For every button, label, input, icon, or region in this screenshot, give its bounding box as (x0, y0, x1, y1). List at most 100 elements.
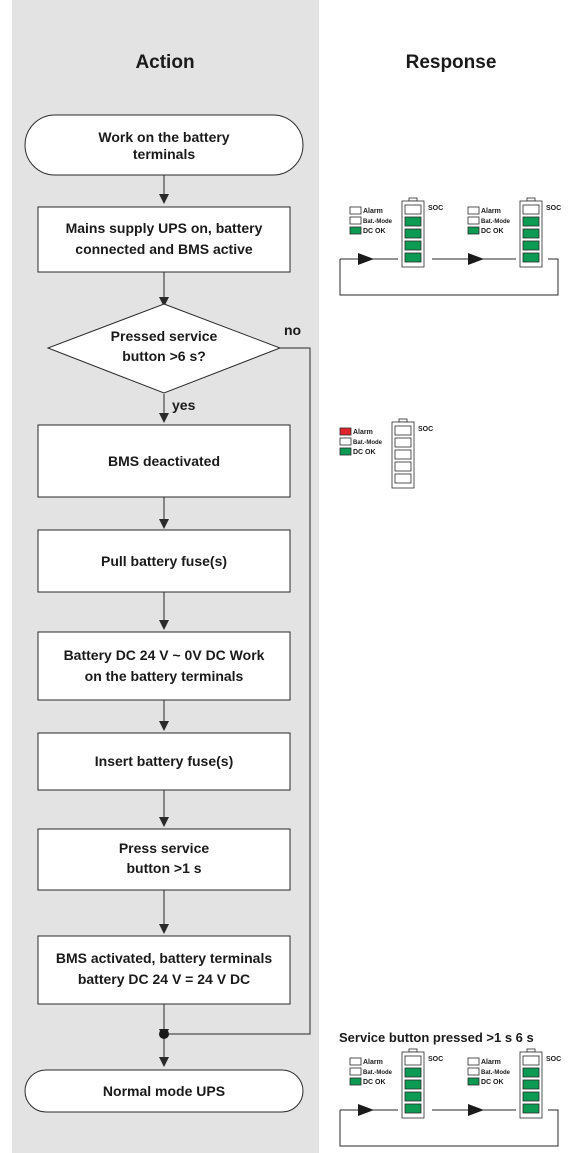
soc-segment (522, 1067, 540, 1078)
transition-arrow (468, 253, 484, 265)
soc-segment (394, 461, 412, 472)
battery-terminal-cap (408, 197, 418, 202)
soc-label: SOC (546, 1056, 561, 1063)
decision-line-2: button >6 s? (122, 348, 206, 364)
bat-mode-led (467, 1067, 480, 1076)
decision-line-1: Pressed service (111, 328, 218, 344)
yes-label: yes (172, 397, 196, 413)
soc-segment (404, 216, 422, 227)
alarm-led-label: Alarm (481, 1059, 501, 1066)
decision-node: Pressed service button >6 s? (46, 303, 282, 394)
alarm-led-label: Alarm (353, 429, 373, 436)
soc-segment (522, 1103, 540, 1114)
loop-line (339, 258, 559, 296)
mains-node: Mains supply UPS on, battery connected a… (37, 206, 291, 273)
action-header: Action (135, 52, 194, 73)
loop-line (339, 1109, 559, 1147)
dc-ok-led-label: DC OK (363, 1079, 386, 1086)
bat-mode-led (467, 216, 480, 225)
press-service-node: Press service button >1 s (37, 828, 291, 891)
battery-terminal-cap (526, 1048, 536, 1053)
alarm-led (467, 1057, 480, 1066)
deactivated-node: BMS deactivated (37, 424, 291, 498)
soc-segment (522, 228, 540, 239)
insert-fuse-node: Insert battery fuse(s) (37, 732, 291, 791)
dc-ok-led (349, 226, 362, 235)
battery-dc-line-1: Battery DC 24 V ~ 0V DC Work (64, 647, 265, 663)
bat-mode-led (349, 216, 362, 225)
soc-segment (404, 240, 422, 251)
normal-mode-text: Normal mode UPS (103, 1083, 225, 1099)
soc-segment (404, 252, 422, 263)
insert-fuse-text: Insert battery fuse(s) (95, 753, 233, 769)
activated-node: BMS activated, battery terminals battery… (37, 935, 291, 1005)
bat-mode-led-label: Bat.-Mode (481, 1070, 511, 1076)
pull-fuse-text: Pull battery fuse(s) (101, 553, 227, 569)
soc-segment (522, 1079, 540, 1090)
start-node: Work on the battery terminals (24, 114, 304, 176)
soc-segment (404, 1091, 422, 1102)
dc-ok-led (467, 1077, 480, 1086)
normal-mode-node: Normal mode UPS (24, 1069, 304, 1113)
soc-segment (522, 240, 540, 251)
bat-mode-led-label: Bat.-Mode (353, 440, 383, 446)
activated-line-1: BMS activated, battery terminals (56, 950, 273, 966)
soc-segment (522, 1091, 540, 1102)
alarm-led-label: Alarm (363, 208, 383, 215)
transition-arrow (468, 1104, 484, 1116)
dc-ok-led (349, 1077, 362, 1086)
alarm-led (339, 427, 352, 436)
battery-terminal-cap (526, 197, 536, 202)
soc-label: SOC (546, 205, 561, 212)
pull-fuse-node: Pull battery fuse(s) (37, 529, 291, 593)
battery-terminal-cap (408, 1048, 418, 1053)
mains-line-2: connected and BMS active (75, 241, 253, 257)
response-caption: Service button pressed >1 s 6 s (339, 1030, 534, 1045)
battery-dc-node: Battery DC 24 V ~ 0V DC Work on the batt… (37, 631, 291, 701)
alarm-led (467, 206, 480, 215)
alarm-led (349, 1057, 362, 1066)
merge-dot (159, 1029, 169, 1039)
soc-segment (522, 252, 540, 263)
soc-segment (404, 1067, 422, 1078)
deactivated-text: BMS deactivated (108, 453, 220, 469)
soc-segment (404, 1079, 422, 1090)
bat-mode-led-label: Bat.-Mode (363, 1070, 393, 1076)
soc-segment (394, 437, 412, 448)
transition-arrow (358, 253, 374, 265)
no-label: no (284, 322, 301, 338)
dc-ok-led-label: DC OK (353, 449, 376, 456)
soc-label: SOC (428, 1056, 443, 1063)
soc-label: SOC (428, 205, 443, 212)
soc-segment (404, 204, 422, 215)
dc-ok-led-label: DC OK (481, 228, 504, 235)
dc-ok-led (467, 226, 480, 235)
mains-line-1: Mains supply UPS on, battery (66, 220, 263, 236)
alarm-led (349, 206, 362, 215)
soc-segment (522, 216, 540, 227)
press-service-line-2: button >1 s (126, 860, 201, 876)
start-line-2: terminals (133, 146, 195, 162)
soc-segment (404, 1055, 422, 1066)
response-header: Response (406, 52, 497, 73)
start-line-1: Work on the battery (98, 129, 229, 145)
press-service-line-1: Press service (119, 840, 210, 856)
soc-segment (522, 204, 540, 215)
connectors (159, 174, 311, 1067)
soc-segment (394, 473, 412, 484)
soc-segment (404, 228, 422, 239)
soc-segment (394, 425, 412, 436)
transition-arrow (358, 1104, 374, 1116)
dc-ok-led-label: DC OK (363, 228, 386, 235)
battery-terminal-cap (398, 418, 408, 423)
dc-ok-led (339, 447, 352, 456)
battery-dc-line-2: on the battery terminals (85, 668, 244, 684)
